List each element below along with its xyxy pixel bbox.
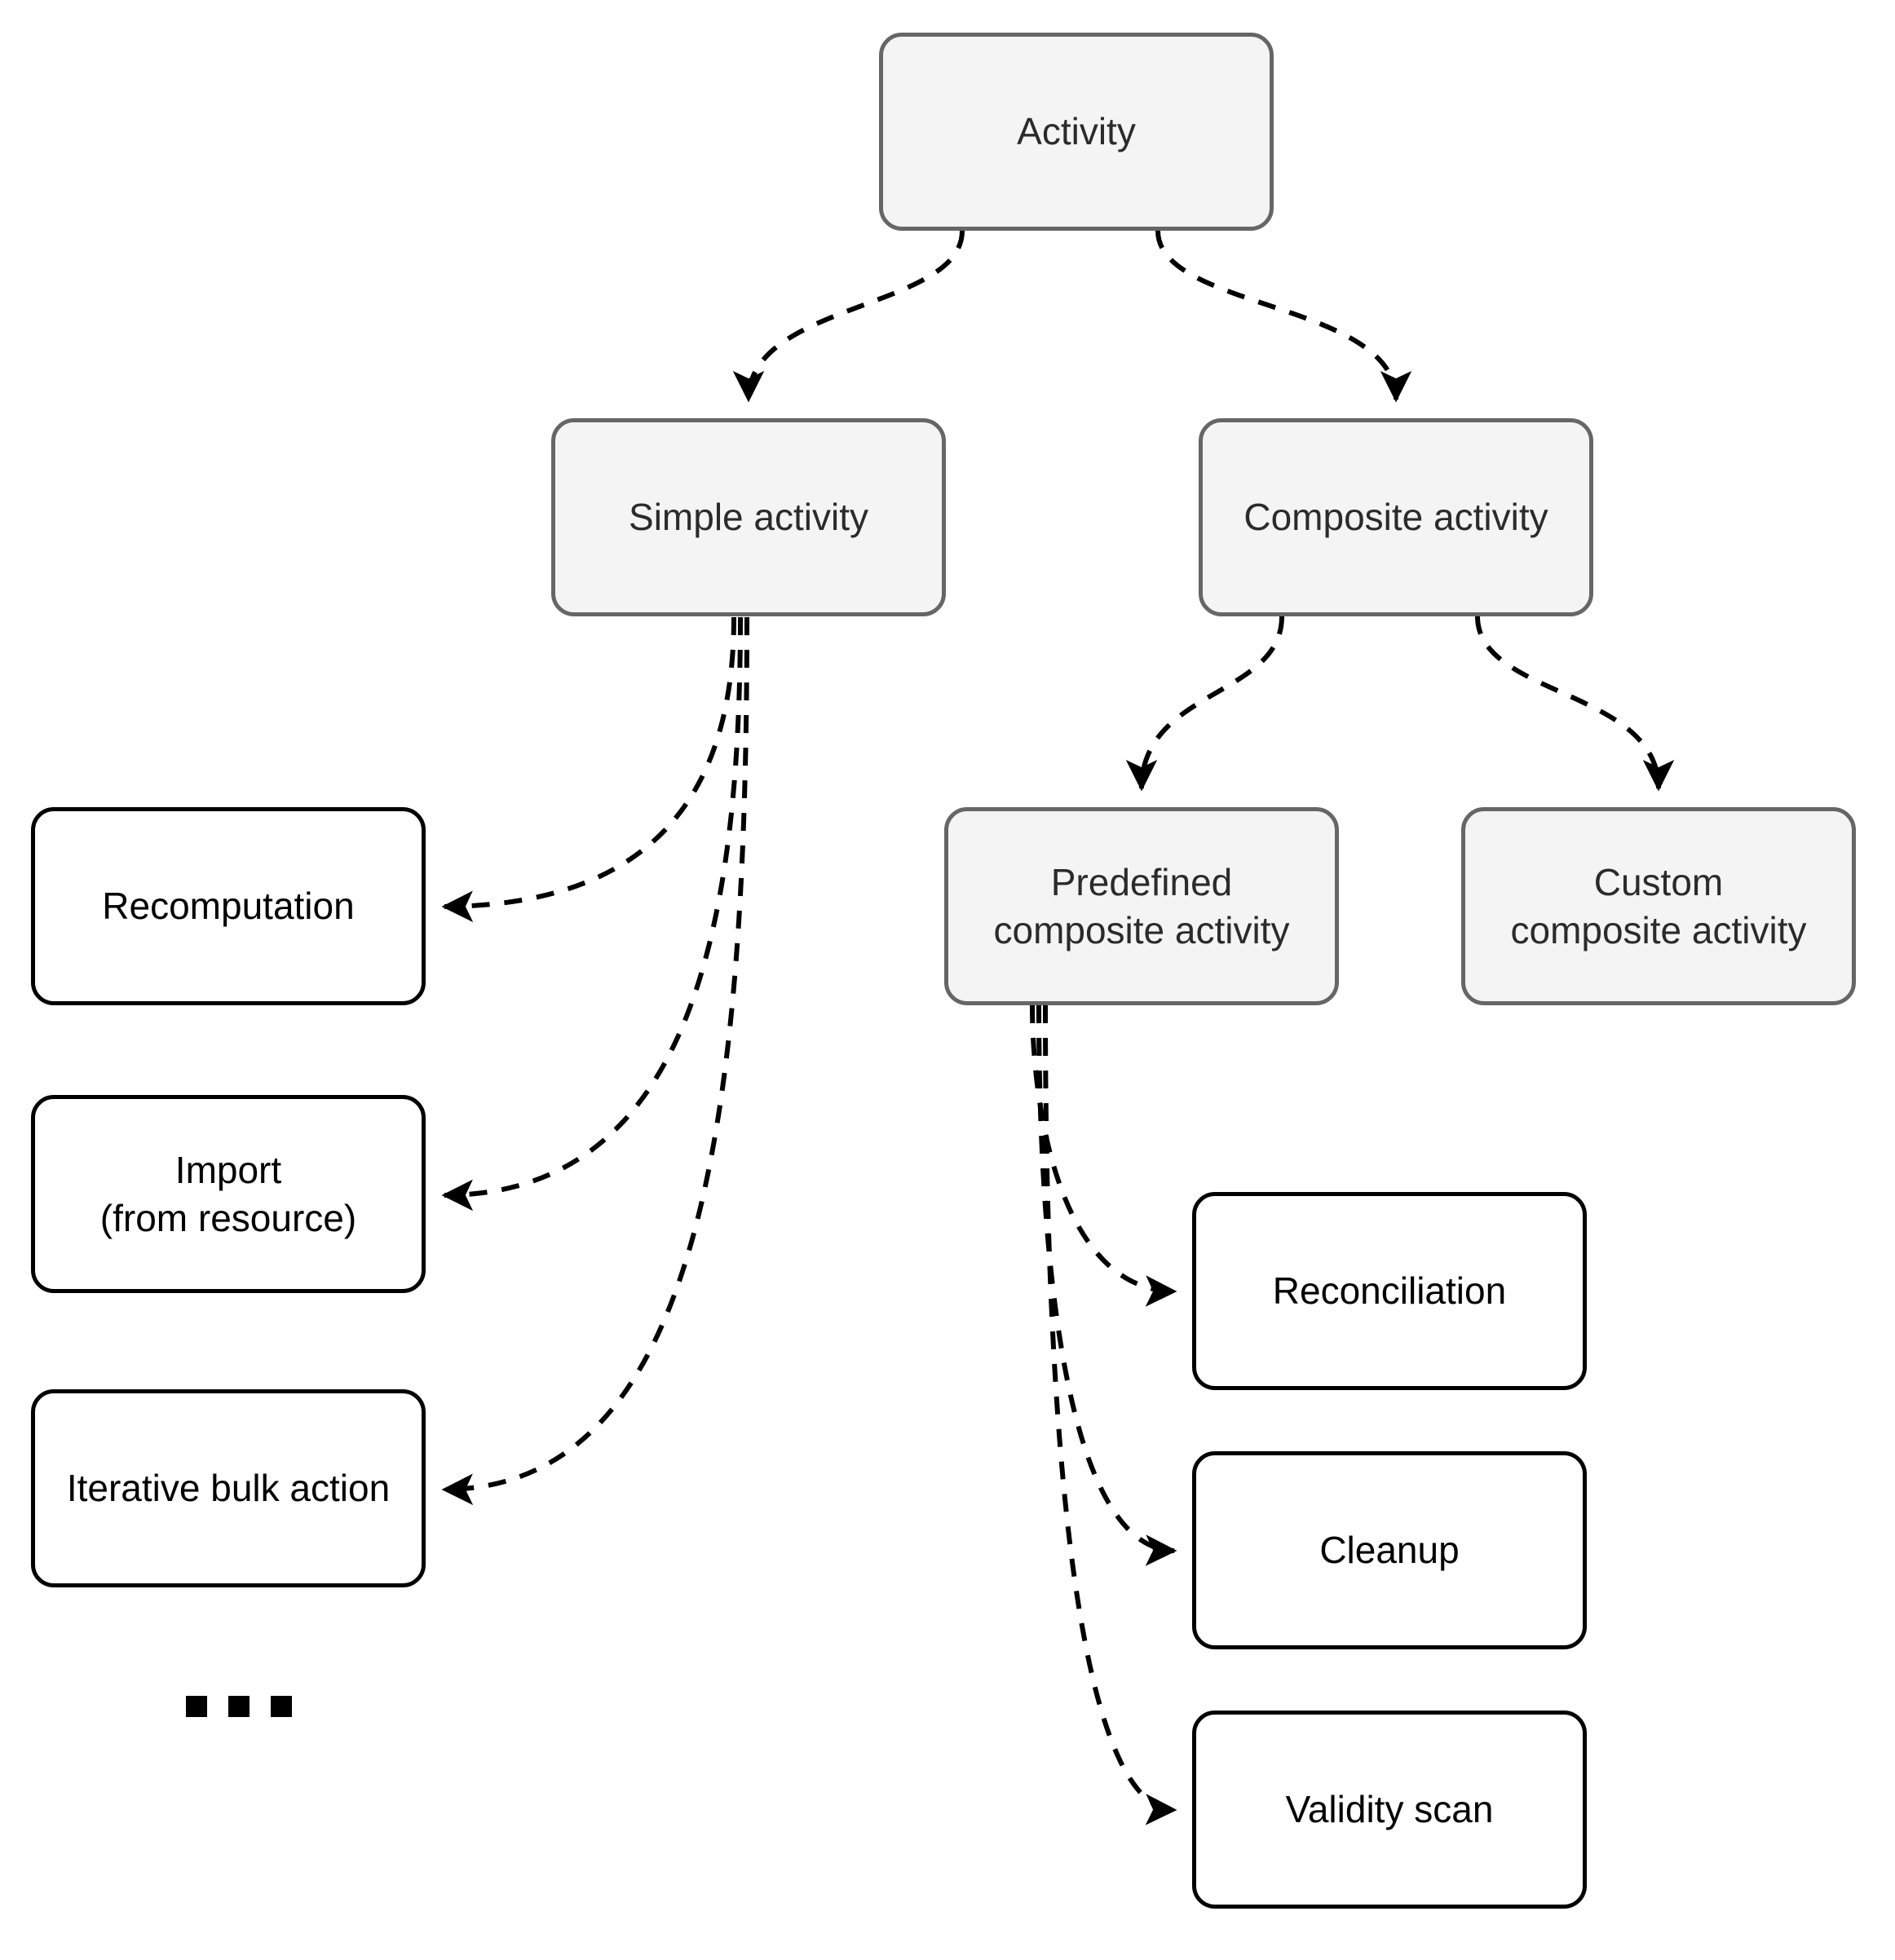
edge-composite-activity-to-custom-composite [1475,616,1675,792]
node-label-validity-scan: Validity scan [1285,1788,1494,1831]
node-label-simple-activity: Simple activity [629,496,868,539]
edge-simple-activity-to-import-from-resource [441,616,743,1212]
node-composite-activity[interactable]: Composite activity [1199,418,1593,616]
node-simple-activity[interactable]: Simple activity [551,418,946,616]
node-label-recomputation: Recomputation [102,885,355,928]
node-label-activity: Activity [1017,110,1136,153]
node-label-composite-activity: Composite activity [1243,496,1548,539]
edge-predefined-composite-to-reconciliation [1030,1004,1177,1307]
edge-activity-to-simple-activity [732,230,965,403]
node-label-cleanup: Cleanup [1319,1529,1460,1572]
ellipsis-dot [228,1696,250,1717]
node-iterative-bulk-action[interactable]: Iterative bulk action [31,1389,426,1587]
edge-predefined-composite-to-validity-scan [1043,1004,1177,1825]
ellipsis-dot [186,1696,207,1717]
node-import-from-resource[interactable]: Import (from resource) [31,1095,426,1293]
node-label-iterative-bulk-action: Iterative bulk action [66,1467,391,1510]
node-reconciliation[interactable]: Reconciliation [1192,1192,1587,1390]
node-activity[interactable]: Activity [879,33,1274,231]
node-label-custom-composite: Custom composite activity [1510,860,1807,951]
node-predefined-composite[interactable]: Predefined composite activity [944,807,1339,1005]
node-cleanup[interactable]: Cleanup [1192,1451,1587,1649]
edge-composite-activity-to-predefined-composite [1125,616,1284,792]
node-label-import-from-resource: Import (from resource) [99,1148,357,1239]
ellipsis-more-indicator [186,1696,292,1717]
node-custom-composite[interactable]: Custom composite activity [1461,807,1856,1005]
edge-simple-activity-to-iterative-bulk-action [441,616,749,1505]
node-recomputation[interactable]: Recomputation [31,807,426,1005]
edge-simple-activity-to-recomputation [441,616,736,922]
node-validity-scan[interactable]: Validity scan [1192,1711,1587,1909]
node-label-reconciliation: Reconciliation [1272,1269,1507,1313]
ellipsis-dot [271,1696,292,1717]
node-label-predefined-composite: Predefined composite activity [993,860,1290,951]
edge-activity-to-composite-activity [1155,230,1412,403]
edge-predefined-composite-to-cleanup [1036,1004,1177,1566]
